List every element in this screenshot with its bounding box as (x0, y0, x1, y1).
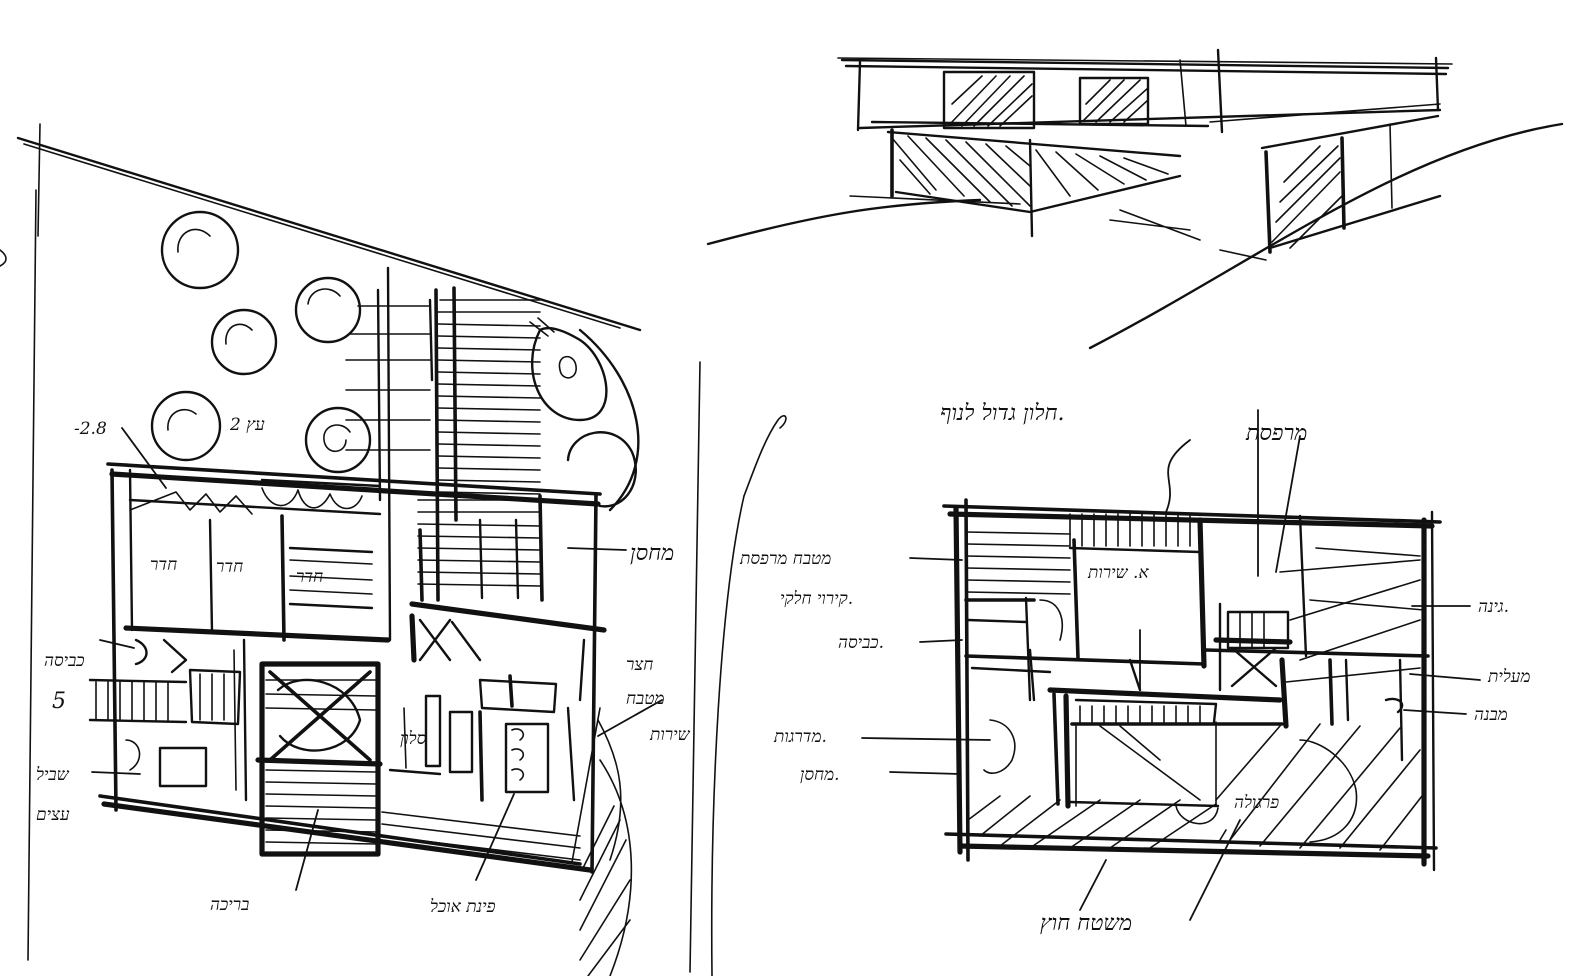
pergola-label: פרגולה (1234, 793, 1279, 813)
top-right-label: מרפסת (1245, 421, 1307, 446)
storage-right-label: מחסן. (800, 765, 840, 785)
tree-icons (150, 210, 640, 512)
right-note-2-label: מעלית (1487, 667, 1530, 687)
laundry-label: כביסה (44, 651, 85, 671)
service-label: א. שירות (1087, 563, 1149, 583)
room-1-label: חדר (150, 555, 177, 575)
top-note-label: חלון גדול לנוף. (940, 401, 1065, 426)
living-label: סלון (400, 729, 427, 749)
niche-label: 5 (52, 689, 66, 714)
trees-note-label: עצים (36, 805, 70, 825)
right-plan-annotations: חלון גדול לנוף. מרפסת מטבח מרפסת קירוי ח… (739, 401, 1530, 936)
partial-roof-label: קירוי חלקי. (780, 589, 853, 609)
room-3-label: חדר (296, 567, 323, 587)
right-note-3-label: מבנה (1474, 705, 1508, 725)
perspective-sketch (706, 48, 1564, 350)
laundry-right-label: כביסה. (838, 633, 884, 653)
kitchen-label: מטבח (626, 689, 665, 709)
right-floor-plan (710, 415, 1442, 976)
stairs-label: מדרגות. (773, 727, 827, 747)
wc-label: שירות (649, 725, 691, 745)
building-outline (88, 462, 633, 976)
outdoor-surface-label: משטח חוץ (1040, 911, 1132, 936)
master-label: מטבח מרפסת (739, 549, 831, 569)
left-plan-annotations: -2.8 2 עץ חדר חדר חדר מחסן כביסה 5 שביל … (36, 415, 691, 917)
left-site-plan (0, 123, 701, 976)
yard-label: חצר (626, 655, 653, 675)
pool-label: בריכה (210, 895, 249, 915)
level-label: -2.8 (74, 419, 107, 439)
dining-label: פינת אוכל (430, 897, 496, 917)
path-label: שביל (36, 765, 70, 785)
room-2-label: חדר (216, 557, 243, 577)
tree-label: 2 עץ (229, 415, 265, 435)
storage-label: מחסן (630, 541, 674, 566)
right-note-1-label: גינה. (1478, 597, 1509, 617)
